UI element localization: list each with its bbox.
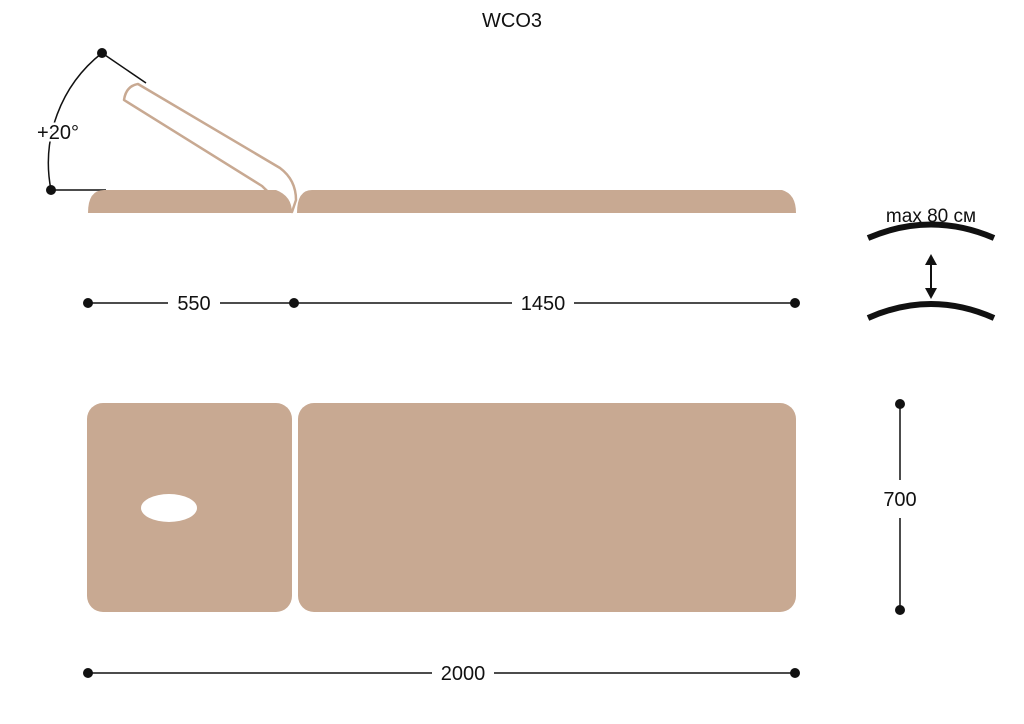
body-section-top: [298, 403, 796, 612]
total-dim-dot-end: [790, 668, 800, 678]
width-dim-dot-bottom: [895, 605, 905, 615]
dim-label-head: 550: [177, 293, 210, 315]
dim-dot-end: [790, 298, 800, 308]
height-label: max 80 см: [886, 206, 976, 227]
model-title: WCO3: [482, 10, 542, 32]
dim-label-body: 1450: [521, 293, 566, 315]
height-arrow-down-head: [925, 288, 937, 299]
angle-ray-upper: [101, 52, 147, 84]
angle-dot-lower: [46, 185, 56, 195]
angle-label: +20°: [37, 122, 79, 144]
height-lower-curve: [866, 301, 996, 321]
angle-arc: [47, 52, 103, 191]
body-section-side: [297, 190, 796, 213]
dim-dot-start: [83, 298, 93, 308]
width-dim-dot-top: [895, 399, 905, 409]
height-upper-curve: [866, 221, 996, 241]
width-label: 700: [883, 489, 916, 511]
total-dim-dot-start: [83, 668, 93, 678]
total-length-label: 2000: [441, 663, 486, 685]
dim-dot-mid: [289, 298, 299, 308]
angle-dot-upper: [97, 48, 107, 58]
height-arrow-up-head: [925, 254, 937, 265]
face-hole: [141, 494, 197, 522]
head-section-side: [88, 190, 292, 213]
